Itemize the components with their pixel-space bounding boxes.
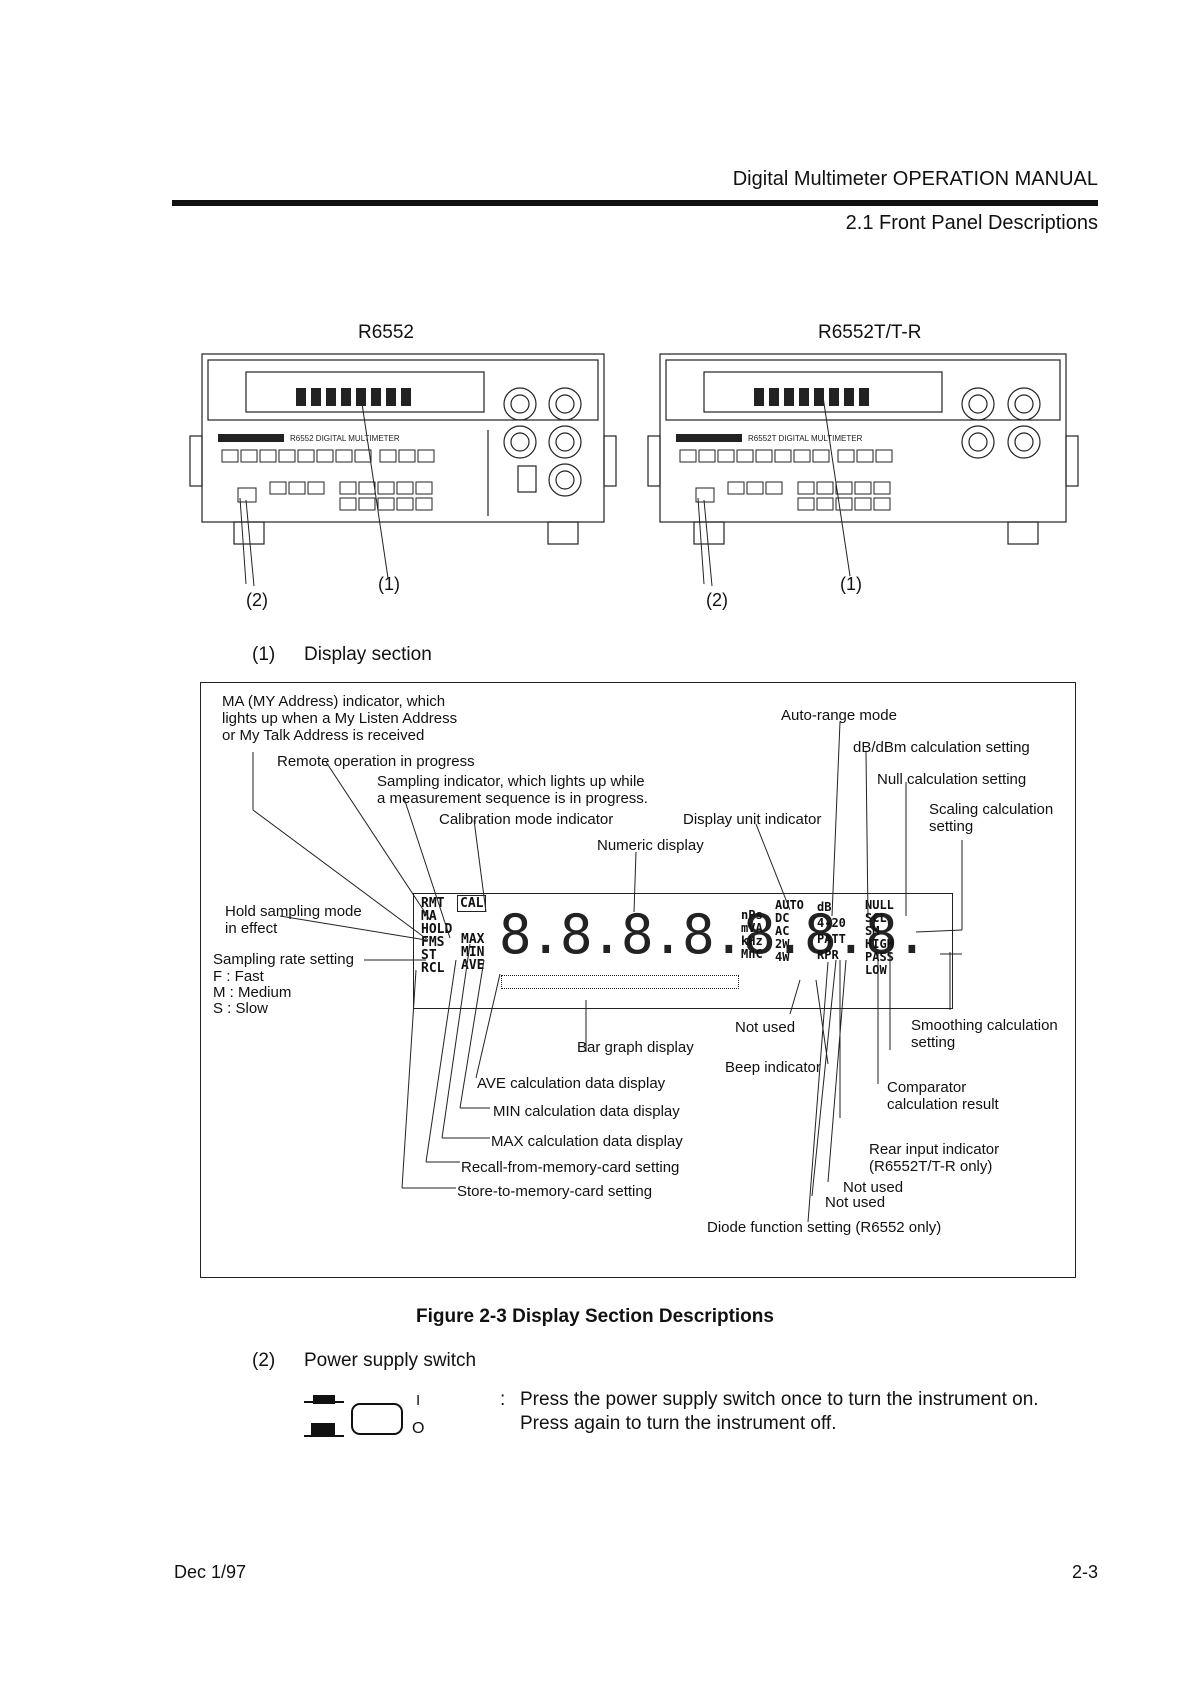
section2-number: (2) [252,1350,276,1371]
lcd-auto: AUTO [775,898,804,912]
lcd-ma: MA [421,909,437,924]
instrument-r6552t [647,353,1079,545]
right-buttons [679,449,893,511]
label-rate-medium: M : Medium [213,984,292,1001]
lcd-unit-indicators: nPs mVA kHz MnC [741,909,763,961]
lcd-rpr: RPR [817,948,839,962]
instrument-illustrations: R6552 DIGITAL MULTIMETER [189,353,1079,587]
label-not-used-3: Not used [825,1194,886,1211]
lcd-4-20: 4-20 [817,916,846,930]
lcd-panel [413,893,953,1009]
power-description-line1: Press the power supply switch once to tu… [520,1389,1039,1410]
lcd-unit-2: mVA [741,921,763,935]
label-sampling-rate: Sampling rate setting [213,951,354,968]
label-recall: Recall-from-memory-card setting [461,1159,680,1176]
label-rear-input: Rear input indicator (R6552T/T-R only) [869,1141,1000,1175]
label-db: dB/dBm calculation setting [853,739,1030,756]
lcd-unit-1: nPs [741,908,763,922]
label-min: MIN calculation data display [493,1103,680,1120]
label-comparator: Comparator calculation result [887,1079,999,1113]
label-remote: Remote operation in progress [277,753,475,770]
footer-page-number: 2-3 [1071,1562,1098,1582]
svg-text:R6552 DIGITAL MULTIMETER: R6552 DIGITAL MULTIMETER [290,434,400,443]
lcd-pass: PASS [865,950,894,964]
lcd-numeric-display: 8.8.8.8.8.8.8. [499,903,928,966]
lcd-unit-3: kHz [741,934,763,948]
description-colon: : [500,1389,506,1410]
figure-display-section: MA (MY Address) indicator, which lights … [200,682,1076,1278]
lcd-unit-4: MnC [741,947,763,961]
header-rule [172,200,1098,206]
lcd-null: NULL [865,898,894,912]
label-not-used-2: Not used [843,1179,904,1196]
label-ma-indicator: MA (MY Address) indicator, which lights … [222,693,458,744]
lcd-patt: PATT [817,932,846,946]
power-off-symbol: O [412,1420,425,1437]
callout-2-left: (2) [246,590,268,610]
section1-title: Display section [304,644,432,665]
right-lcd-digits [754,388,869,406]
lcd-rmt: RMT [421,896,445,911]
label-sampling-indicator: Sampling indicator, which lights up whil… [377,773,648,807]
label-max: MAX calculation data display [491,1133,683,1150]
lcd-2w: 2W [775,937,790,951]
label-bar-graph: Bar graph display [577,1039,694,1056]
label-not-used-1: Not used [735,1019,796,1036]
lcd-db-column: dB 4-20 PATT RPR [817,899,846,963]
label-store: Store-to-memory-card setting [457,1183,653,1200]
figure-leader-lines [252,721,963,1223]
lcd-bar-graph [501,975,739,989]
label-rate-slow: S : Slow [213,1000,269,1017]
label-scaling: Scaling calculation setting [929,801,1054,835]
label-null: Null calculation setting [877,771,1027,788]
lcd-max: MAX [461,932,485,947]
footer-date: Dec 1/97 [174,1562,247,1582]
lcd-acdc-indicators: AUTO DC AC 2W 4W [775,899,804,964]
lcd-cal: CAL [457,895,487,912]
lcd-4w: 4W [775,950,790,964]
lcd-hold: HOLD [421,922,453,937]
instrument-r6552 [189,353,617,545]
label-hold: Hold sampling mode in effect [225,903,362,937]
lcd-right-indicators: NULL SCL SM HIGH PASS LOW [865,899,894,977]
lcd-rcl: RCL [421,961,445,976]
power-description-line2: Press again to turn the instrument off. [520,1413,837,1434]
label-display-unit: Display unit indicator [683,811,822,828]
lcd-st: ST [421,948,437,963]
callout-1-left: (1) [378,574,400,594]
label-beep: Beep indicator [725,1059,821,1076]
callout-1-right: (1) [840,574,862,594]
label-rate-fast: F : Fast [213,968,264,985]
svg-text:R6552T DIGITAL MULTIMETER: R6552T DIGITAL MULTIMETER [748,434,863,443]
figure-caption: Figure 2-3 Display Section Descriptions [416,1306,774,1327]
label-diode: Diode function setting (R6552 only) [707,1219,942,1236]
model-label-right: R6552T/T-R [818,322,922,343]
left-buttons [221,449,435,511]
lcd-dc: DC [775,911,790,925]
section1-number: (1) [252,644,276,665]
model-label-left: R6552 [358,322,414,343]
label-numeric: Numeric display [597,837,704,854]
manual-title: Digital Multimeter OPERATION MANUAL [732,168,1098,190]
label-smoothing: Smoothing calculation setting [911,1017,1058,1051]
label-auto-range: Auto-range mode [781,707,897,724]
lcd-min: MIN [461,945,485,960]
lcd-db: dB [817,900,832,914]
label-calibration: Calibration mode indicator [439,811,614,828]
callout-2-right: (2) [706,590,728,610]
label-ave: AVE calculation data display [477,1075,666,1092]
section2-title: Power supply switch [304,1350,477,1371]
lcd-sm: SM [865,924,880,938]
section-heading: 2.1 Front Panel Descriptions [845,212,1098,234]
lcd-ac: AC [775,924,790,938]
lcd-low: LOW [865,963,887,977]
power-on-symbol: I [416,1392,421,1409]
lcd-high: HIGH [865,937,894,951]
lcd-scl: SCL [865,911,887,925]
